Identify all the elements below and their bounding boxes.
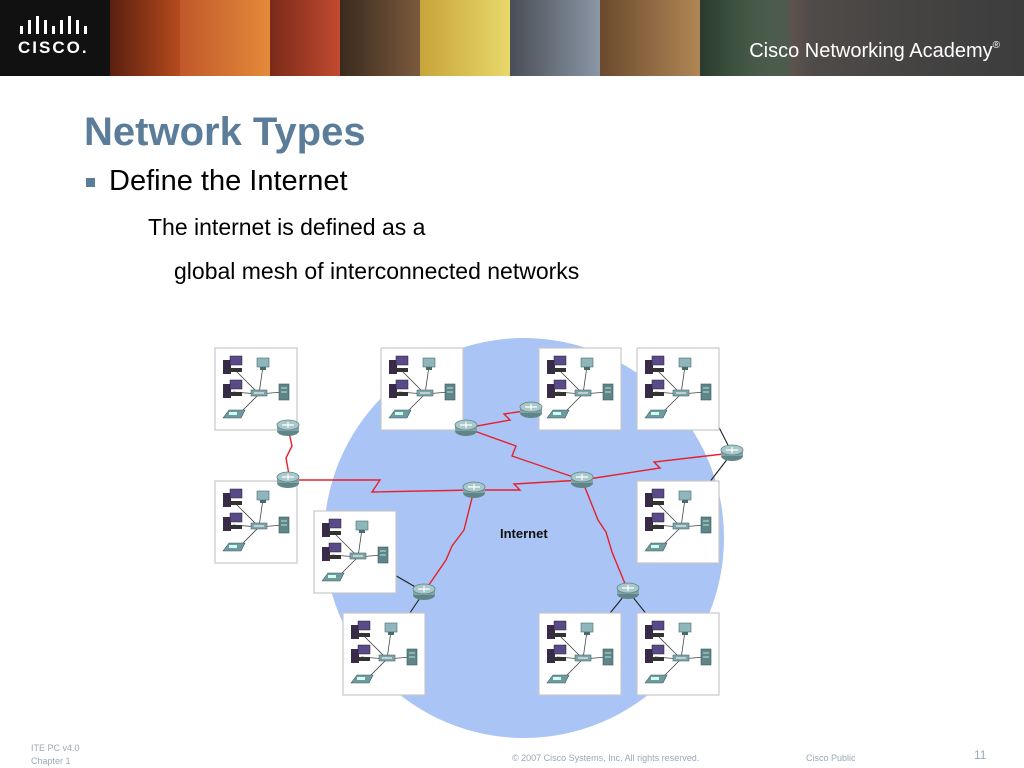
router-icon [570,471,594,489]
bullet-square-icon [86,178,95,187]
router-icon [276,471,300,489]
page-number: 11 [974,748,987,762]
footer-course-info: ITE PC v4.0 Chapter 1 [31,742,80,768]
lan-panel [380,347,464,431]
internet-label: Internet [500,526,548,541]
lan-panel [636,347,720,431]
photo-strip [110,0,1024,76]
router-icon [412,583,436,601]
lan-panel [636,612,720,696]
definition-line-2: global mesh of interconnected networks [174,258,580,284]
wan-links [285,409,733,593]
router-icon [720,444,744,462]
footer-copyright: © 2007 Cisco Systems, Inc. All rights re… [512,753,700,763]
lan-panel [636,480,720,564]
cisco-logo: CISCO. [0,0,110,76]
router-icon [454,419,478,437]
lan-panel [313,510,397,594]
academy-title: Cisco Networking Academy® [749,40,1000,62]
slide-title: Network Types [84,110,366,154]
router-icon [519,401,543,419]
academy-overlay [724,0,1024,76]
header-banner: CISCO. Cisco Networking Academy® [0,0,1024,76]
lan-panel [214,480,298,564]
lan-panel [342,612,426,696]
cisco-bars-icon [20,16,87,34]
footer-course: ITE PC v4.0 [31,743,80,753]
bullet-item: Define the Internet [86,165,348,198]
cisco-logo-text: CISCO. [18,38,89,57]
definition-line-1: The internet is defined as a [148,214,426,240]
lan-panel [214,347,298,431]
bullet-text: Define the Internet [109,165,348,197]
router-icon [276,419,300,437]
router-icon [616,582,640,600]
lan-panel [538,347,622,431]
footer-classification: Cisco Public [806,753,856,763]
lan-panel [538,612,622,696]
footer-chapter: Chapter 1 [31,756,71,766]
router-icon [462,481,486,499]
